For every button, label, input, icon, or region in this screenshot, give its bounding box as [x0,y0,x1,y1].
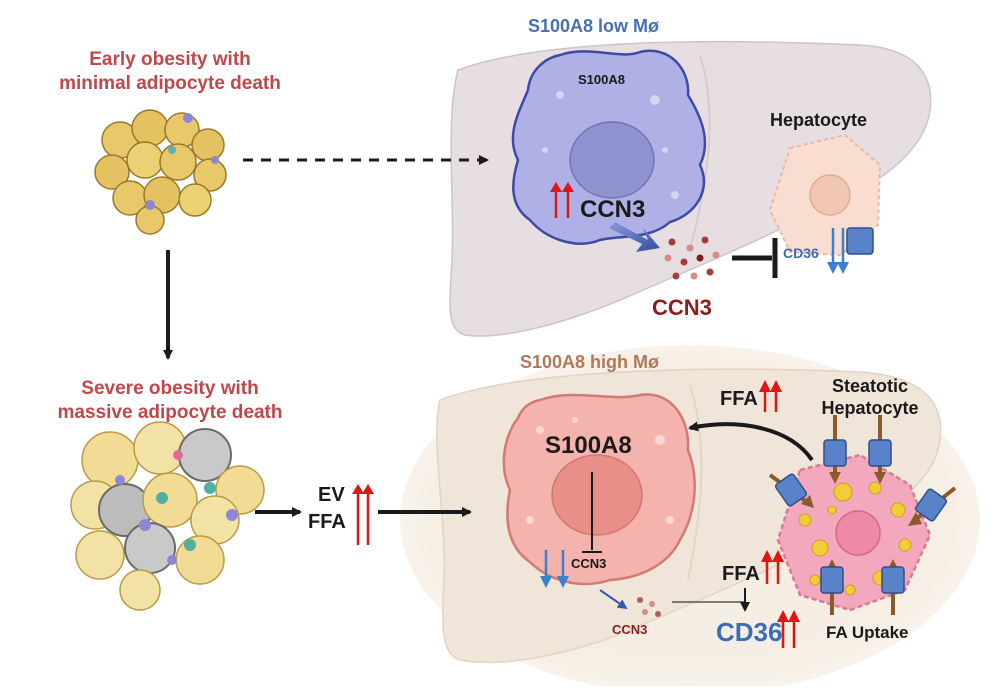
fa-transporters [768,415,957,615]
high-mac-title: S100A8 high Mø [520,352,660,372]
early-adipose-cluster [94,109,227,235]
top-ccn3-up-arrows [550,182,574,218]
top-hepatocyte-cell [768,133,882,257]
ffa-mid-label: FFA [722,563,760,585]
severe-obesity-title: Severe obesity with massive adipocyte de… [57,378,283,423]
bottom-ccn3-secreted-label: CCN3 [612,622,648,637]
bottom-ccn3-dots [637,597,661,617]
ccn3-secreted-dots [664,236,720,280]
cd36-down-arrows [827,228,849,274]
cd36-label-top: CD36 [783,245,819,261]
ccn3-secreted-label: CCN3 [652,295,712,320]
ffa-release-curved-arrow [688,421,814,462]
hepatocyte-title: Hepatocyte [770,110,868,130]
low-mac-ccn3-label: CCN3 [580,196,646,223]
ev-ffa-up-arrows [352,484,374,545]
high-mac-ccn3-label: CCN3 [571,556,607,571]
cd36-up-arrows [777,610,800,648]
small-ccn3-secretion-arrow [599,589,628,610]
ffa-mid-up-arrows [761,550,784,584]
ffa-top-up-arrows [759,380,782,412]
severe-adipose-cluster [70,421,265,611]
cd36-receptor [846,227,874,255]
ffa-top-label: FFA [720,388,758,410]
high-mac-s100a8-label: S100A8 [545,432,632,459]
ccn3-secretion-arrow [609,222,660,252]
steatotic-hepatocyte-title: Steatotic Hepatocyte [821,376,919,418]
early-obesity-title: Early obesity with minimal adipocyte dea… [59,49,281,94]
low-mac-s100a8-label: S100A8 [578,72,625,87]
ffa-label-left: FFA [308,511,346,533]
low-macrophage-cell [511,49,707,245]
low-mac-title: S100A8 low Mø [528,16,660,36]
ev-label: EV [318,484,345,506]
cd36-label-bottom: CD36 [716,617,783,647]
bottom-ccn3-down-arrows [540,550,569,588]
high-macrophage-cell [502,393,696,586]
fa-uptake-label: FA Uptake [826,623,909,642]
